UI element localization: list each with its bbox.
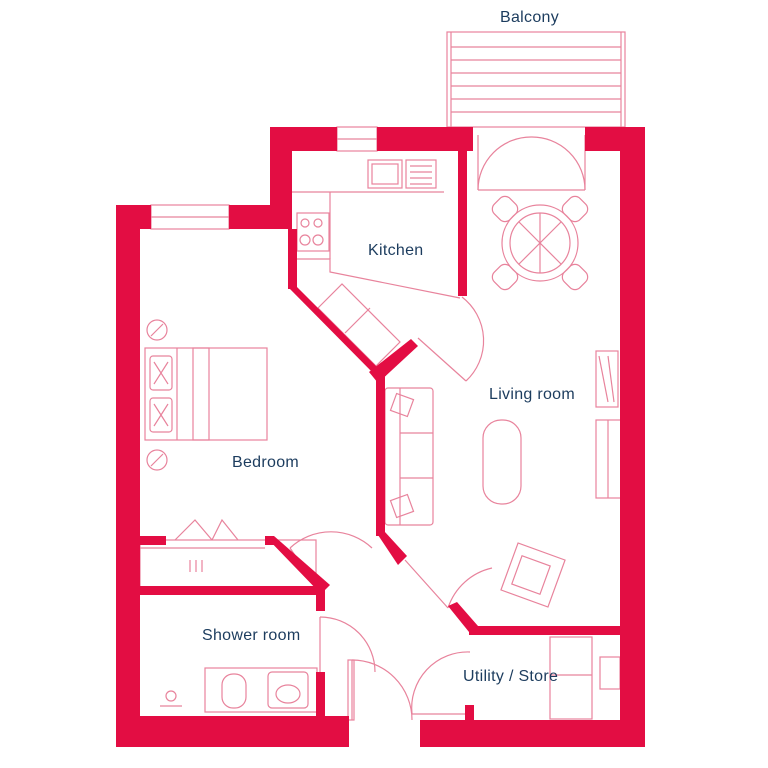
label-shower-room: Shower room bbox=[202, 627, 301, 644]
fixtures-layer bbox=[139, 31, 626, 721]
window-bedroom bbox=[150, 204, 230, 230]
armchair bbox=[500, 542, 566, 608]
bedside-lamps bbox=[146, 319, 168, 471]
sideboard bbox=[595, 419, 623, 499]
label-utility-store: Utility / Store bbox=[463, 668, 559, 685]
label-balcony: Balcony bbox=[500, 9, 560, 26]
label-kitchen: Kitchen bbox=[368, 242, 424, 259]
coffee-table bbox=[482, 419, 522, 505]
label-living-room: Living room bbox=[489, 386, 576, 403]
label-bedroom: Bedroom bbox=[232, 454, 300, 471]
balcony-deck bbox=[446, 31, 626, 128]
bed bbox=[144, 347, 268, 441]
kitchen-fittings bbox=[292, 159, 461, 367]
entrance-door bbox=[347, 659, 413, 721]
living-door bbox=[404, 559, 493, 609]
sofa bbox=[384, 387, 434, 526]
tv-unit bbox=[595, 350, 619, 408]
kitchen-door bbox=[417, 296, 485, 382]
dining-table bbox=[491, 195, 589, 291]
window-kitchen bbox=[336, 126, 378, 152]
walls bbox=[116, 127, 645, 747]
french-doors bbox=[477, 135, 586, 191]
